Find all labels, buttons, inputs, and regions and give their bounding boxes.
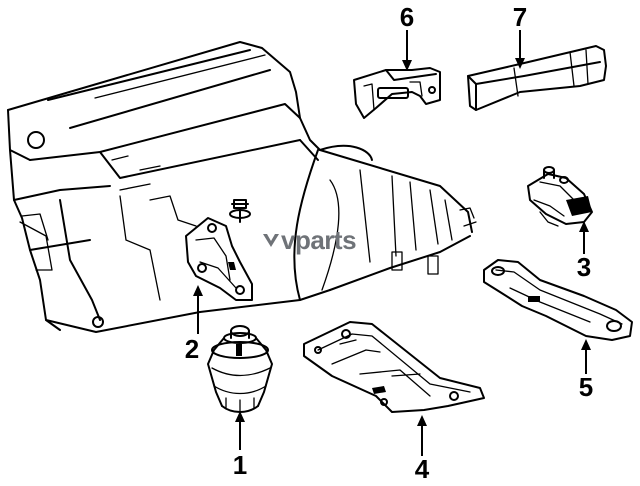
part-5-transmission-bracket xyxy=(483,259,633,341)
vparts-logo-mark xyxy=(263,234,279,247)
part-4-crossmember xyxy=(303,321,485,413)
callout-label-1: 1 xyxy=(233,450,247,480)
bolt-icon xyxy=(229,199,251,223)
callout-label-6: 6 xyxy=(400,2,414,32)
callout-labels: 1 2 3 4 5 6 7 xyxy=(185,2,593,484)
part-2-engine-bracket xyxy=(185,217,253,301)
callout-label-2: 2 xyxy=(185,334,199,364)
arrowhead-6 xyxy=(402,60,412,71)
callout-label-5: 5 xyxy=(579,372,593,402)
arrowhead-3 xyxy=(579,221,589,232)
arrowhead-7 xyxy=(515,58,525,69)
engine-block xyxy=(7,41,477,333)
part-1-engine-mount xyxy=(207,325,273,413)
part-3-transmission-mount xyxy=(527,166,593,227)
callout-label-3: 3 xyxy=(577,252,591,282)
arrowhead-1 xyxy=(235,411,245,422)
watermark-text: vparts xyxy=(281,225,356,255)
arrowhead-5 xyxy=(581,339,591,350)
callout-label-4: 4 xyxy=(415,454,430,484)
part-7-sleeve xyxy=(467,45,607,111)
callout-arrows xyxy=(193,30,591,456)
part-6-heat-shield xyxy=(353,67,441,119)
arrowhead-2 xyxy=(193,285,203,296)
arrowhead-4 xyxy=(417,415,427,426)
vparts-watermark: vparts xyxy=(262,225,357,255)
callout-label-7: 7 xyxy=(513,2,527,32)
